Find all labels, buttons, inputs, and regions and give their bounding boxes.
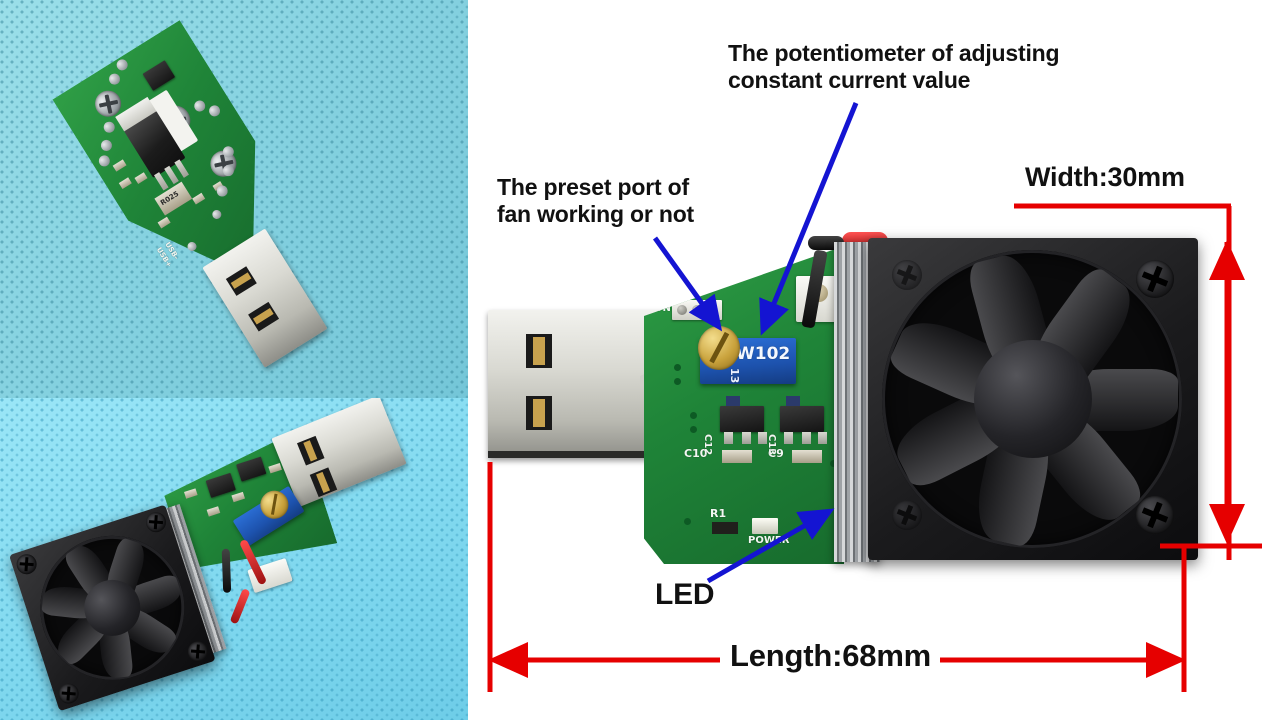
silk-c12: C12 <box>702 434 713 456</box>
annotation-fan-preset-port: The preset port of fan working or not <box>497 174 694 227</box>
potentiometer-adjust-screw[interactable] <box>698 326 740 370</box>
silk-c13: C13 <box>766 434 777 456</box>
silk-pot-marking: W102 <box>736 344 791 364</box>
left-photo-column: R025 <box>0 0 468 720</box>
silk-c9: C9 <box>768 447 784 460</box>
photo-pcb-top-view: R025 <box>0 0 468 398</box>
silk-pot-code: 13 <box>728 368 741 384</box>
silk-fan-label: FAN <box>680 285 704 298</box>
annotation-potentiometer: The potentiometer of adjusting constant … <box>728 40 1060 93</box>
usb-a-plug <box>488 310 668 458</box>
photo-pcb-fan-assembled <box>0 398 468 720</box>
dimension-label-width: Width:30mm <box>1025 162 1185 192</box>
annotation-led: LED <box>655 578 715 611</box>
power-led <box>752 518 778 534</box>
cooling-fan <box>868 238 1198 560</box>
silk-r1: R1 <box>710 507 727 520</box>
silk-c10: C10 <box>684 447 708 460</box>
silk-on-label: ON <box>654 303 671 314</box>
photo-main-labeled-product: FAN ON W102 13 C10 C9 C12 C13 <box>468 0 1280 720</box>
dimension-label-length: Length:68mm <box>730 638 932 673</box>
silk-power: POWER <box>748 535 790 546</box>
fan-preset-header <box>672 300 722 320</box>
